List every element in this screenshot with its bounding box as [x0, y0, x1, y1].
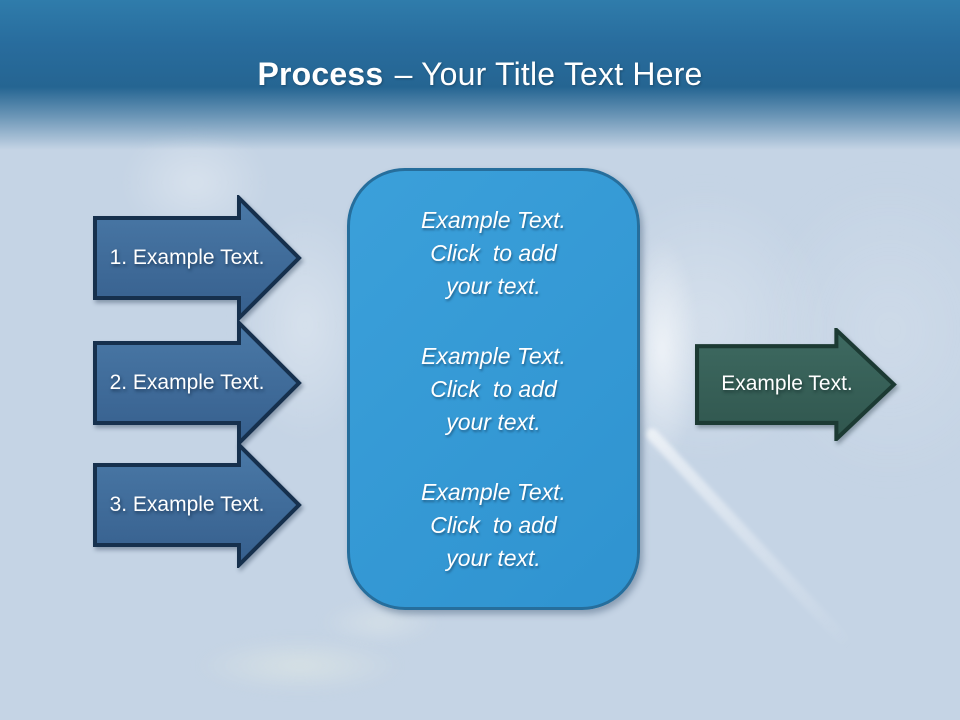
- right-arrow-shape-icon: [93, 195, 302, 321]
- panel-text-line: Example Text.: [421, 206, 566, 233]
- panel-text-line: Example Text.: [421, 478, 566, 505]
- header-band: Process – Your Title Text Here: [0, 0, 960, 150]
- panel-text-block-2: Example Text. Click to add your text.: [421, 340, 566, 439]
- result-arrow: Example Text.: [695, 328, 897, 442]
- step-arrow-3-label: 3. Example Text.: [109, 493, 265, 516]
- panel-text-line: Click to add: [430, 239, 557, 266]
- panel-text-line: Click to add: [430, 375, 557, 402]
- right-arrow-shape-icon: [93, 442, 302, 568]
- panel-text-line: your text.: [446, 272, 541, 299]
- shark-tail-streak: [643, 425, 854, 650]
- right-arrow-shape-icon: [695, 328, 897, 442]
- panel-text-block-1: Example Text. Click to add your text.: [421, 204, 566, 303]
- result-arrow-label: Example Text.: [721, 372, 853, 395]
- page-title-rest: – Your Title Text Here: [394, 56, 703, 92]
- panel-text-line: Click to add: [430, 511, 557, 538]
- panel-text-block-3: Example Text. Click to add your text.: [421, 476, 566, 575]
- step-arrow-1-label: 1. Example Text.: [109, 246, 265, 269]
- background-fish-blob: [195, 638, 405, 693]
- step-arrow-1: 1. Example Text.: [93, 195, 303, 321]
- page-title: Process – Your Title Text Here: [0, 52, 960, 96]
- panel-text-line: your text.: [446, 408, 541, 435]
- page-title-emphasis: Process: [257, 56, 384, 92]
- right-arrow-shape-icon: [93, 320, 302, 446]
- panel-text-line: Example Text.: [421, 342, 566, 369]
- step-arrow-2: 2. Example Text.: [93, 320, 303, 446]
- panel-text-line: your text.: [446, 544, 541, 571]
- step-arrow-2-label: 2. Example Text.: [109, 371, 265, 394]
- step-arrow-3: 3. Example Text.: [93, 442, 303, 568]
- center-text-panel: Example Text. Click to add your text. Ex…: [347, 168, 640, 610]
